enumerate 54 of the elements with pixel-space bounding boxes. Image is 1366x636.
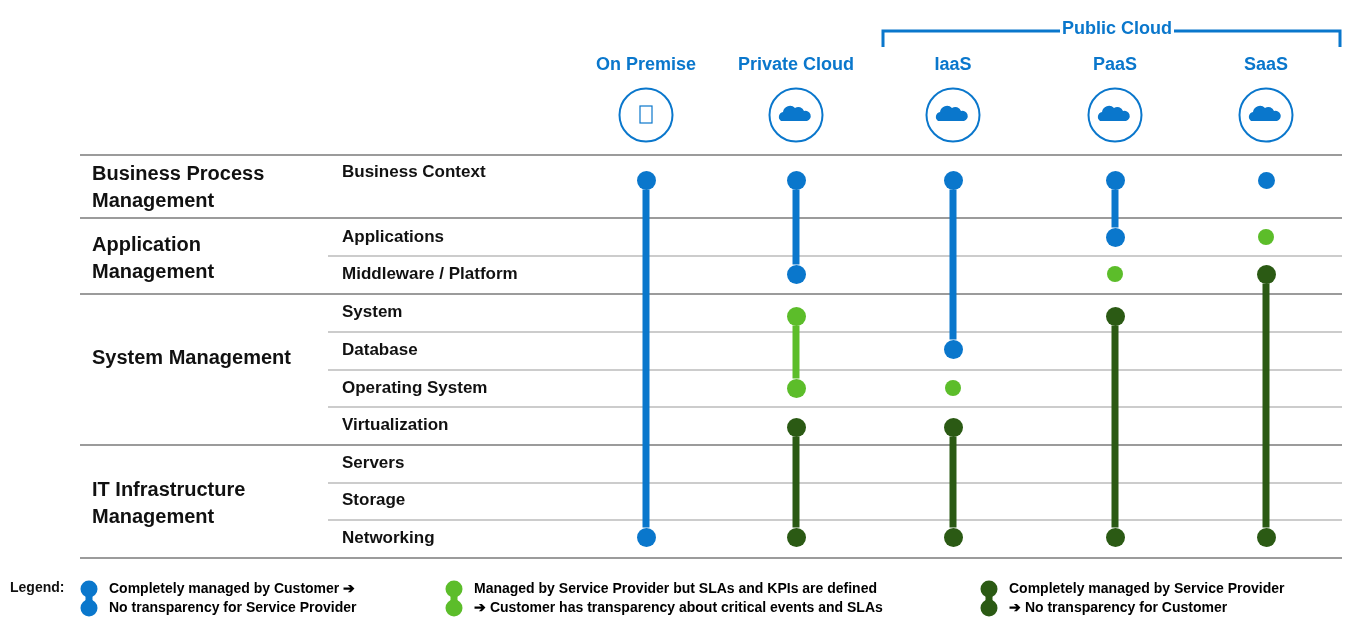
status-dot [1256,264,1276,284]
row-label: Virtualization [342,415,449,435]
row-label: Database [342,340,418,360]
row-label: Networking [342,528,435,548]
row-label: Operating System [342,378,488,398]
status-dot [636,527,656,547]
column-heading: IaaS [933,54,973,75]
status-dot [786,527,806,547]
span-bar [792,325,800,379]
row-label: Applications [342,227,444,247]
legend-text: Completely managed by Customer ➔ No transparency for Service Provider [109,579,358,617]
span-bar [1111,189,1119,228]
column-heading: Private Cloud [737,54,855,75]
span-bar [792,189,800,265]
status-dot [943,170,963,190]
status-dot [786,170,806,190]
status-dot [943,417,963,437]
status-dot [636,170,656,190]
span-bar [642,189,650,528]
row-label: Servers [342,453,405,473]
row-label: Storage [342,490,406,510]
status-dot [1105,170,1125,190]
span-bar [949,189,957,340]
row-label: System [342,302,403,322]
status-dot [786,417,806,437]
status-dot [786,378,806,398]
column-heading: SaaS [1242,54,1289,75]
heading-text: Legend: [10,579,65,595]
status-dot [943,339,963,359]
legend-text: Completely managed by Service Provider ➔ No transparency for Customer [1009,579,1286,617]
status-dot [1105,527,1125,547]
status-dot [1105,227,1125,247]
span-bar [792,436,800,528]
status-dot [786,306,806,326]
status-dot [945,380,961,396]
status-dot [1257,171,1275,189]
column-heading: On Premise [594,54,697,75]
group-label: Application Management [92,232,216,284]
status-dot [1107,266,1123,282]
legend-text: Managed by Service Provider but SLAs and KPIs are defined ➔ Customer has transparency about critical events and SLAs [474,579,884,617]
status-dot [1256,527,1276,547]
status-dot [943,527,963,547]
span-bar [949,436,957,528]
status-dot [786,264,806,284]
span-bar [1111,325,1119,528]
group-label: System Management [92,345,292,370]
row-label: Business Context [342,162,486,182]
group-label: IT Infrastructure Management [92,477,247,529]
span-bar [1262,283,1270,528]
column-heading: PaaS [1091,54,1138,75]
status-dot [1258,229,1274,245]
group-label: Business Process Management [92,161,266,213]
row-label: Middleware / Platform [342,264,518,284]
status-dot [1105,306,1125,326]
